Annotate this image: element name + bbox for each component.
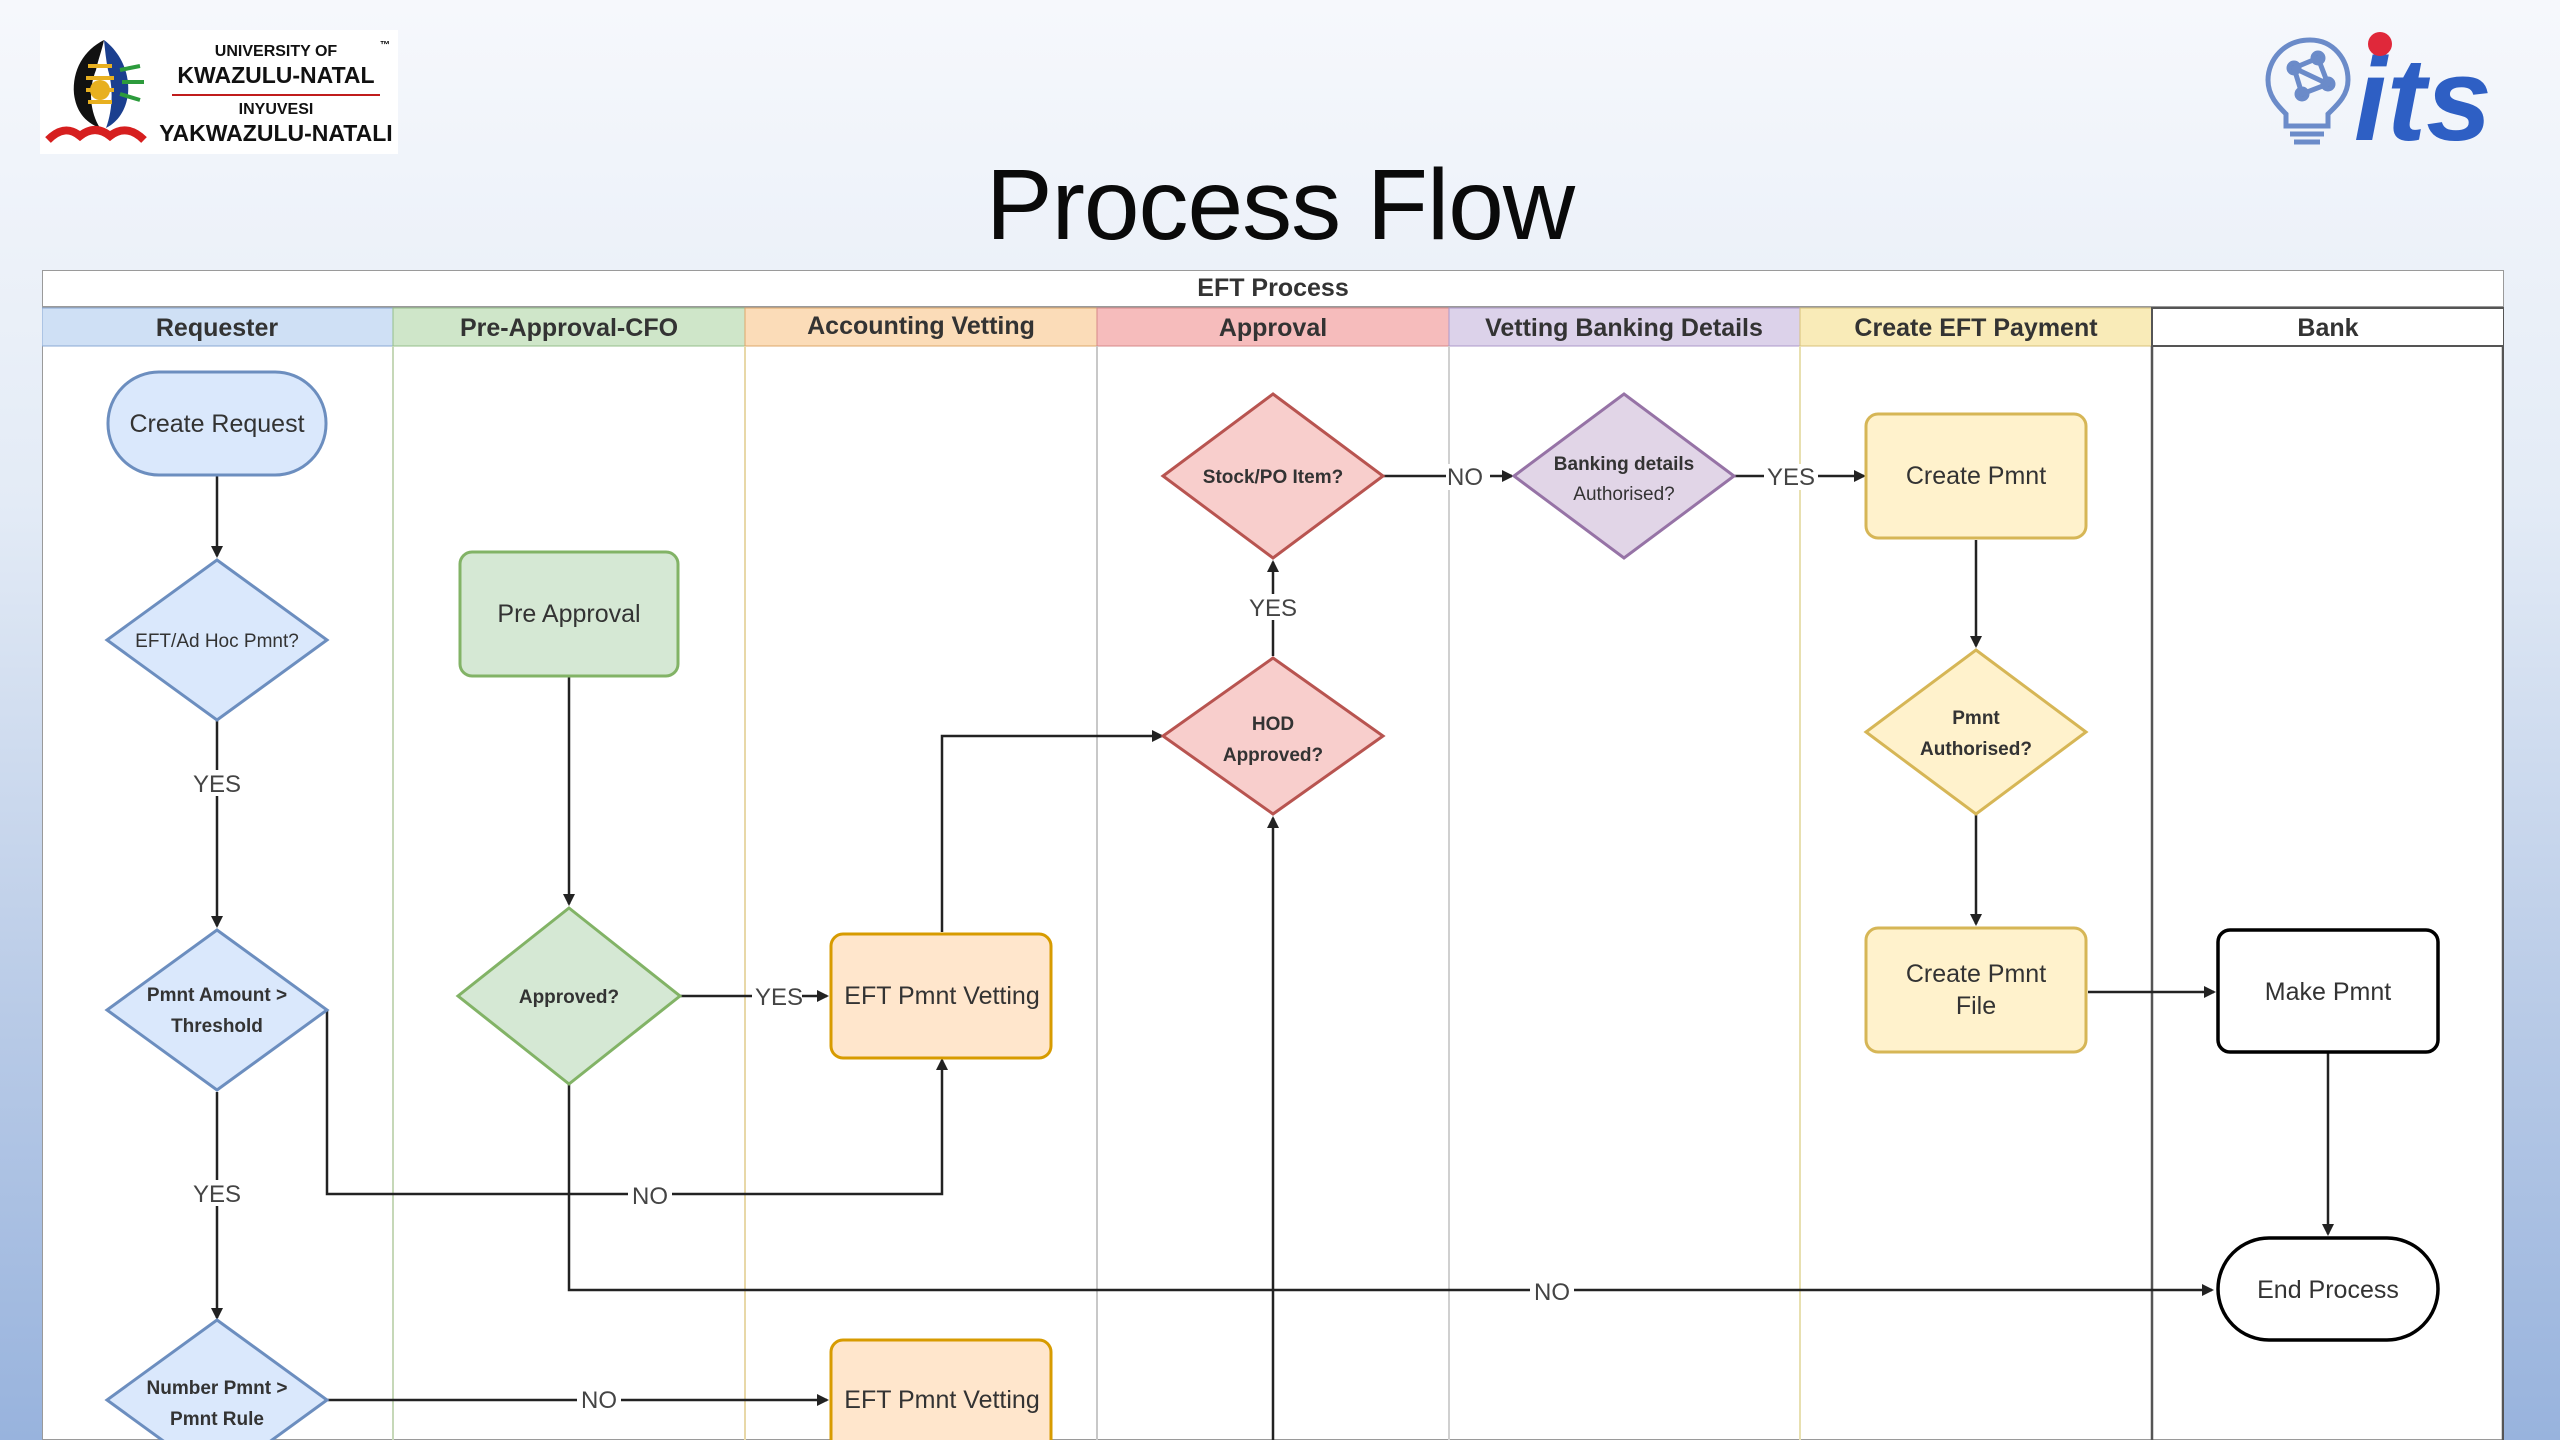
edge-label-yes: YES — [1767, 464, 1815, 491]
edge-label-no: NO — [1534, 1279, 1570, 1306]
lightbulb-network-icon — [2265, 37, 2351, 145]
node-banking-details-label-1: Banking details — [1554, 454, 1694, 475]
edge-label-no: NO — [581, 1387, 617, 1414]
node-banking-details-label-2: Authorised? — [1573, 484, 1674, 505]
node-pmnt-amount[interactable]: Pmnt Amount > Threshold — [104, 928, 330, 1092]
lane-label-accounting: Accounting Vetting — [807, 312, 1035, 340]
lane-header-preapproval — [392, 307, 746, 347]
lane-label-approval: Approval — [1219, 314, 1327, 342]
node-banking-details[interactable]: Banking details Authorised? — [1511, 392, 1737, 560]
node-make-pmnt[interactable]: Make Pmnt — [2216, 928, 2440, 1054]
lane-label-requester: Requester — [156, 314, 279, 342]
edge-label-no: NO — [1447, 464, 1483, 491]
node-create-pmnt-file-label-1: Create Pmnt — [1906, 960, 2046, 988]
node-eft-vetting-1-label: EFT Pmnt Vetting — [844, 982, 1039, 1010]
node-eft-adhoc-label: EFT/Ad Hoc Pmnt? — [135, 631, 299, 652]
lane-header-banking — [1448, 307, 1801, 347]
node-make-pmnt-label: Make Pmnt — [2265, 978, 2391, 1006]
node-pmnt-authorised[interactable]: Pmnt Authorised? — [1863, 648, 2089, 816]
uni-line-3: INYUVESI — [238, 101, 314, 118]
slide-title: Process Flow — [985, 149, 1575, 261]
its-logo: its — [2262, 22, 2512, 166]
its-logo-text: its — [2354, 34, 2492, 152]
node-create-pmnt[interactable]: Create Pmnt — [1864, 412, 2088, 540]
edge-approved-no — [567, 1082, 2214, 1296]
node-pmnt-amount-label-1: Pmnt Amount > — [147, 985, 287, 1006]
lane-label-preapproval: Pre-Approval-CFO — [460, 314, 678, 342]
eft-process-diagram: EFT Process Requester Pre-Approval-CFO A… — [42, 270, 2504, 1440]
node-approved[interactable]: Approved? — [455, 906, 683, 1086]
node-hod-approved[interactable]: HOD Approved? — [1160, 656, 1386, 816]
node-create-pmnt-label: Create Pmnt — [1906, 462, 2046, 490]
node-stock-po[interactable]: Stock/PO Item? — [1160, 392, 1386, 560]
uni-line-1: UNIVERSITY OF — [214, 43, 338, 60]
edge-label-no: NO — [632, 1183, 668, 1210]
lane-label-banking: Vetting Banking Details — [1485, 314, 1763, 342]
node-end-process[interactable]: End Process — [2216, 1236, 2440, 1342]
node-eft-vetting-1[interactable]: EFT Pmnt Vetting — [829, 932, 1053, 1060]
node-eft-vetting-2-label: EFT Pmnt Vetting — [844, 1386, 1039, 1414]
node-pre-approval[interactable]: Pre Approval — [458, 550, 680, 678]
edge-labels: YES YES NO NO YES NO YES NO YES — [193, 464, 1818, 1414]
node-end-process-label: End Process — [2257, 1276, 2399, 1304]
lane-label-bank: Bank — [2297, 314, 2358, 342]
pool-title: EFT Process — [1197, 274, 1348, 302]
university-name: UNIVERSITY OF KWAZULU-NATAL INYUVESI YAK… — [158, 42, 394, 145]
node-create-pmnt-file-label-2: File — [1956, 992, 1996, 1020]
node-hod-approved-label-2: Approved? — [1223, 745, 1323, 766]
node-create-request[interactable]: Create Request — [106, 370, 328, 477]
edge-label-yes: YES — [193, 771, 241, 798]
ukzn-emblem-icon — [45, 40, 147, 143]
edge-label-yes: YES — [193, 1181, 241, 1208]
edge-vetting-to-hod — [940, 730, 1164, 932]
node-pmnt-amount-label-2: Threshold — [171, 1016, 263, 1037]
uni-divider — [172, 94, 380, 96]
node-create-pmnt-file[interactable]: Create Pmnt File — [1864, 926, 2088, 1054]
edge-label-yes: YES — [755, 984, 803, 1011]
uni-line-4: YAKWAZULU-NATALI — [159, 120, 393, 146]
node-number-pmnt-label-2: Pmnt Rule — [170, 1409, 264, 1430]
lane-header-accounting — [744, 307, 1098, 347]
lane-label-createeft: Create EFT Payment — [1854, 314, 2098, 342]
node-stock-po-label: Stock/PO Item? — [1203, 467, 1343, 488]
node-pmnt-authorised-label-2: Authorised? — [1920, 739, 2032, 760]
trademark: ™ — [380, 40, 390, 51]
node-pmnt-authorised-label-1: Pmnt — [1952, 708, 2000, 729]
university-logo: UNIVERSITY OF KWAZULU-NATAL INYUVESI YAK… — [40, 30, 398, 154]
node-eft-vetting-2[interactable]: EFT Pmnt Vetting — [829, 1338, 1053, 1440]
node-pre-approval-label: Pre Approval — [497, 600, 640, 628]
lane-header-createeft — [1799, 307, 2153, 347]
uni-line-2: KWAZULU-NATAL — [177, 62, 375, 88]
node-eft-adhoc[interactable]: EFT/Ad Hoc Pmnt? — [104, 558, 330, 722]
lane-header-approval — [1096, 307, 1450, 347]
node-number-pmnt[interactable]: Number Pmnt > Pmnt Rule — [104, 1318, 330, 1440]
lane-header-requester — [42, 307, 394, 347]
node-number-pmnt-label-1: Number Pmnt > — [147, 1378, 288, 1399]
lane-header-bank — [2151, 307, 2504, 347]
node-create-request-label: Create Request — [129, 410, 304, 438]
its-dot — [2368, 32, 2392, 56]
node-approved-label: Approved? — [519, 987, 619, 1008]
edge-label-yes: YES — [1249, 595, 1297, 622]
node-hod-approved-label-1: HOD — [1252, 714, 1294, 735]
